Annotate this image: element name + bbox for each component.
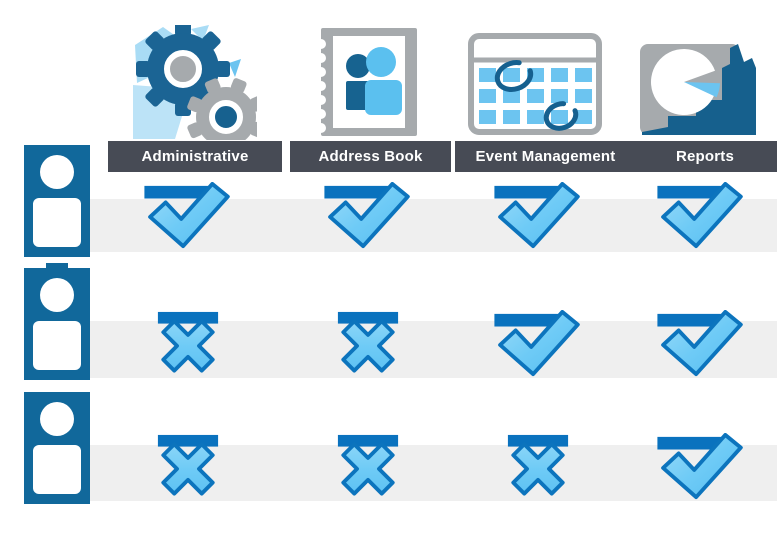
calendar-icon <box>468 33 602 135</box>
check-mark <box>657 310 745 378</box>
check-mark <box>144 182 232 250</box>
cross-mark <box>155 310 221 376</box>
column-label-address-book: Address Book <box>290 141 451 172</box>
column-label-administrative: Administrative <box>108 141 282 172</box>
user-role-icon <box>24 392 90 504</box>
user-icon-tab <box>46 263 68 269</box>
cross-mark <box>335 310 401 376</box>
cross-mark <box>335 433 401 499</box>
gears-icon <box>133 25 257 140</box>
check-mark <box>657 433 745 501</box>
check-mark <box>494 182 582 250</box>
check-mark <box>324 182 412 250</box>
user-role-icon <box>24 145 90 257</box>
pie-chart-icon <box>638 38 756 135</box>
cross-mark <box>505 433 571 499</box>
address-book-icon <box>315 28 433 136</box>
column-label-reports: Reports <box>633 141 777 172</box>
check-mark <box>494 310 582 378</box>
cross-mark <box>155 433 221 499</box>
user-role-icon <box>24 263 90 380</box>
column-label-event-management: Event Management <box>455 141 636 172</box>
check-mark <box>657 182 745 250</box>
